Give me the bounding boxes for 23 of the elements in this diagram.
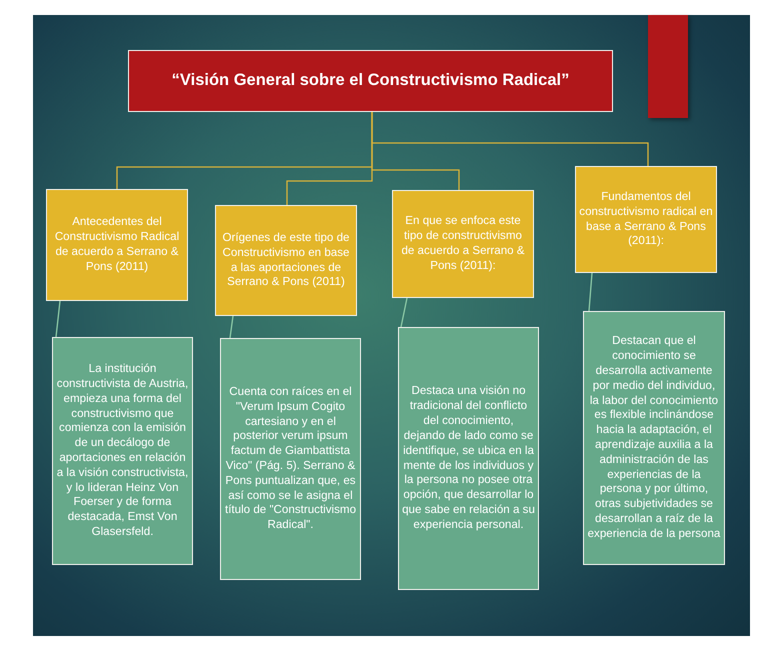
- topic-box: [215, 205, 357, 316]
- box-text: Orígenes de este tipo de Constructivismo en base a las aportaciones de Serrano & Pons (2011): [222, 230, 350, 290]
- topic-box: [392, 190, 534, 298]
- title-box: [128, 50, 613, 112]
- connector-line: [55, 300, 61, 338]
- box-text: La institución constructivista de Austria, empieza una forma del constructivismo que comienza con la emisión de un decálogo de aportaciones en relación a la visión constructivista, y lo lideran Heinz Von Foerser y de forma destacada, Emst Von Glasersfeld.: [56, 362, 189, 540]
- box-text: Destacan que el conocimiento se desarrolla activamente por medio del individuo, la labor del conocimiento es flexible inclinándose hacia la adaptación, el aprendizaje auxilia a la administración de las experiencias de la persona y por último, otras subjetividades se desarrollan a raíz de la experiencia de la persona: [587, 334, 721, 542]
- box-text: En que se enfoca este tipo de constructivismo de acuerdo a Serrano & Pons (2011):: [400, 214, 526, 274]
- description-box: [398, 327, 539, 590]
- description-box: [220, 338, 361, 580]
- box-text: Destaca una visión no tradicional del conflicto del conocimiento, dejando de lado como se identifique, se ubica en la mente de los individuos y la persona no posee otra opción, que desarrollar lo que sabe en relación a su experiencia personal.: [402, 384, 535, 533]
- box-text: Fundamentos del constructivismo radical en base a Serrano & Pons (2011):: [579, 190, 713, 250]
- connector-line: [371, 112, 649, 166]
- box-text: Antecedentes del Constructivismo Radical de acuerdo a Serrano & Pons (2011): [54, 215, 180, 275]
- connector-line: [229, 316, 234, 338]
- connector-line: [400, 298, 408, 328]
- box-text: Cuenta con raíces en el "Verum Ipsum Cogito cartesiano y en el posterior verum ipsum factum de Giambattista Vico" (Pág. 5). Serrano & Pons puntualizan que, es así como se le asigna el título de "Constructivismo Radical".: [224, 384, 357, 534]
- description-box: [583, 311, 725, 565]
- connector-line: [588, 272, 593, 312]
- description-box: [52, 337, 193, 565]
- box-text: “Visión General sobre el Constructivismo Radical”: [172, 71, 570, 91]
- topic-box: [46, 189, 188, 301]
- topic-box: [575, 166, 717, 273]
